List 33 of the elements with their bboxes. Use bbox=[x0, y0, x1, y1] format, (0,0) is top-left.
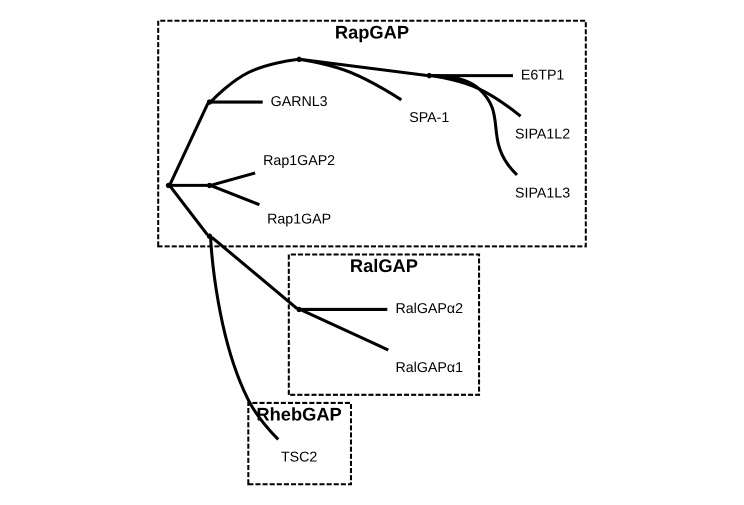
connector bbox=[209, 238, 280, 441]
connector bbox=[210, 236, 298, 310]
node-text: SIPA1L2 bbox=[515, 126, 570, 142]
node-text: Rap1GAP2 bbox=[263, 152, 336, 169]
node-point bbox=[296, 56, 302, 62]
node-point bbox=[166, 182, 172, 188]
connector bbox=[432, 74, 513, 78]
node-text: E6TP1 bbox=[520, 67, 564, 84]
node-text: SPA-1 bbox=[409, 110, 450, 126]
connector bbox=[302, 308, 388, 311]
node-text: RalGAPα2 bbox=[396, 301, 463, 318]
node-text: RalGAPα1 bbox=[396, 360, 463, 376]
connector bbox=[169, 186, 209, 236]
node-point bbox=[206, 99, 212, 105]
node-text: TSC2 bbox=[280, 450, 318, 466]
connector bbox=[168, 102, 210, 185]
connector bbox=[300, 308, 389, 352]
connector bbox=[212, 100, 263, 104]
node-point bbox=[426, 72, 432, 78]
connector bbox=[432, 74, 518, 176]
node-text: Rap1GAP bbox=[267, 212, 332, 228]
connector bbox=[211, 184, 260, 206]
connector bbox=[170, 184, 208, 187]
connector bbox=[301, 58, 402, 102]
connector bbox=[210, 58, 297, 102]
node-point bbox=[296, 306, 302, 312]
node-text: GARNL3 bbox=[270, 94, 328, 110]
connector bbox=[301, 58, 428, 77]
connector bbox=[211, 172, 256, 187]
node-text: SIPA1L3 bbox=[515, 185, 570, 202]
node-point bbox=[206, 182, 212, 188]
node-point bbox=[206, 234, 212, 239]
connector bbox=[431, 74, 522, 118]
